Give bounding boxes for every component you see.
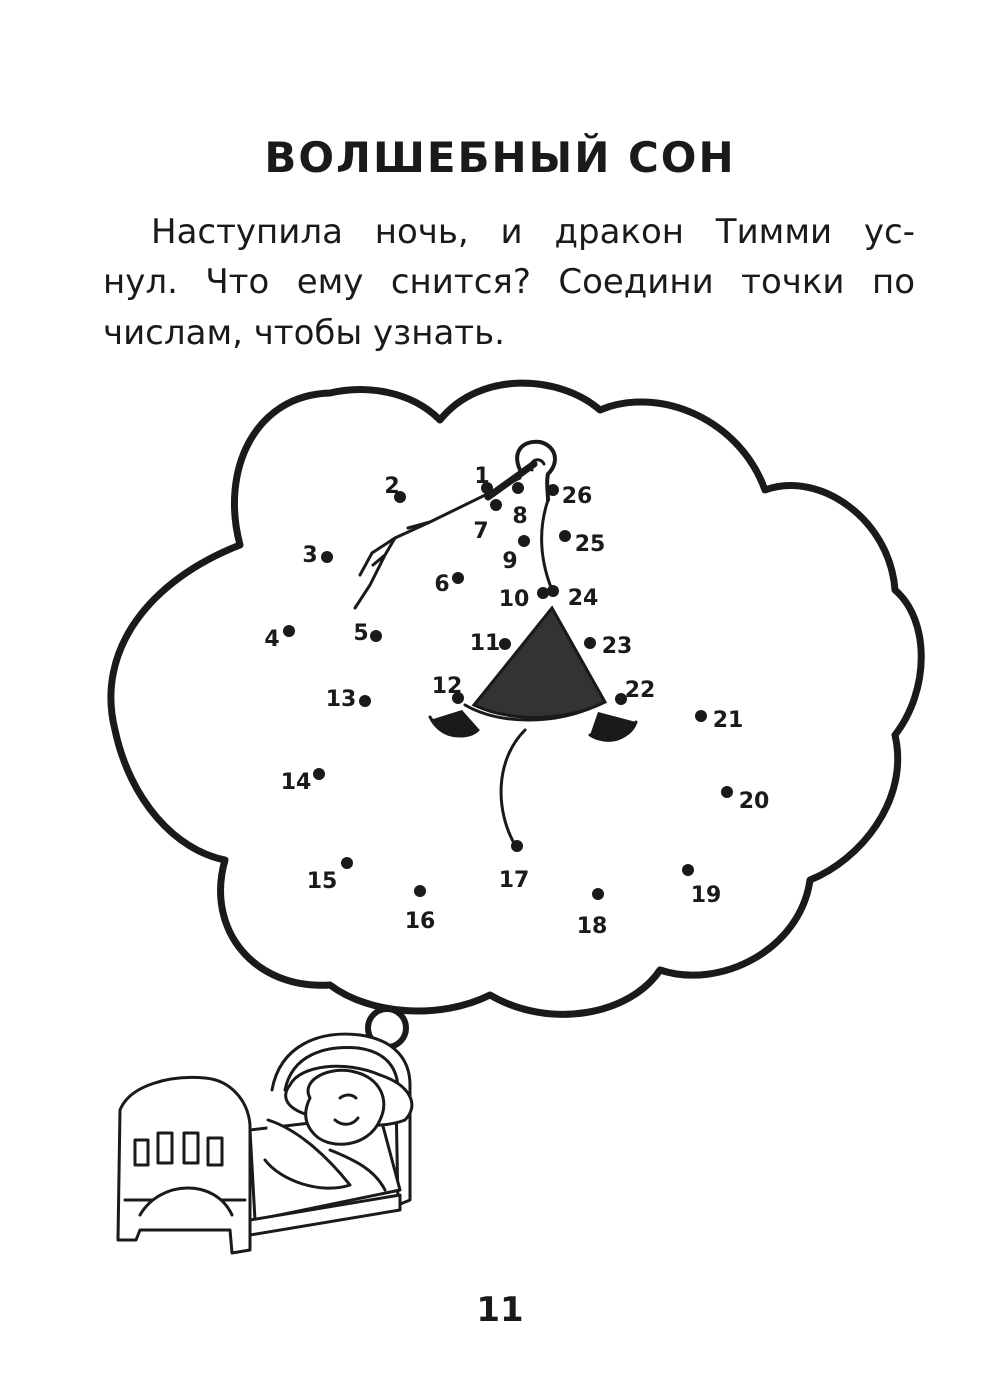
dot-25 [559, 530, 571, 542]
dot-3 [321, 551, 333, 563]
dot-label-22: 22 [625, 678, 656, 703]
dot-label-7: 7 [473, 519, 488, 544]
dot-5 [370, 630, 382, 642]
dot-26 [547, 484, 559, 496]
dot-label-21: 21 [713, 708, 744, 733]
dot-label-20: 20 [739, 789, 770, 814]
page-number: 11 [476, 1290, 524, 1330]
dot-label-11: 11 [470, 631, 501, 656]
sleeping-dragon-in-bed [116, 1032, 414, 1255]
dot-18 [592, 888, 604, 900]
dot-label-26: 26 [562, 484, 593, 509]
dot-label-16: 16 [405, 909, 436, 934]
dot-20 [721, 786, 733, 798]
dot-label-19: 19 [691, 883, 722, 908]
dot-label-24: 24 [568, 586, 599, 611]
dot-7 [490, 499, 502, 511]
dot-label-4: 4 [264, 627, 279, 652]
dark-robe-shape [471, 605, 608, 719]
dot-11 [499, 638, 511, 650]
intro-text-line-2: нул. Что ему снится? Соедини точки по [103, 262, 915, 302]
dot-6 [452, 572, 464, 584]
dot-8 [512, 482, 524, 494]
dot-1 [481, 482, 493, 494]
dot-23 [584, 637, 596, 649]
dot-16 [414, 885, 426, 897]
dot-label-18: 18 [577, 914, 608, 939]
dot-label-15: 15 [307, 869, 338, 894]
dot-13 [359, 695, 371, 707]
dot-label-8: 8 [512, 504, 527, 529]
dot-label-25: 25 [575, 532, 606, 557]
dot-label-17: 17 [499, 868, 530, 893]
intro-text-line-3: числам, чтобы узнать. [103, 313, 505, 353]
dot-label-14: 14 [281, 770, 312, 795]
dot-label-13: 13 [326, 687, 357, 712]
dot-label-10: 10 [499, 587, 530, 612]
dot-label-1: 1 [474, 464, 489, 489]
dot-label-23: 23 [602, 634, 633, 659]
intro-text-line-1: Наступила ночь, и дракон Тимми ус- [151, 212, 915, 252]
dot-label-5: 5 [353, 621, 368, 646]
dot-label-9: 9 [502, 549, 517, 574]
dot-17 [511, 840, 523, 852]
dot-19 [682, 864, 694, 876]
dot-9 [518, 535, 530, 547]
dot-label-3: 3 [302, 543, 317, 568]
dot-label-6: 6 [434, 572, 449, 597]
dot-2 [394, 491, 406, 503]
dot-21 [695, 710, 707, 722]
dot-24 [547, 585, 559, 597]
dot-4 [283, 625, 295, 637]
page-title: ВОЛШЕБНЫЙ СОН [264, 133, 736, 182]
dot-label-2: 2 [384, 474, 399, 499]
dot-10 [537, 587, 549, 599]
dot-label-12: 12 [432, 674, 463, 699]
dot-12 [452, 692, 464, 704]
dot-14 [313, 768, 325, 780]
dot-15 [341, 857, 353, 869]
dot-22 [615, 693, 627, 705]
